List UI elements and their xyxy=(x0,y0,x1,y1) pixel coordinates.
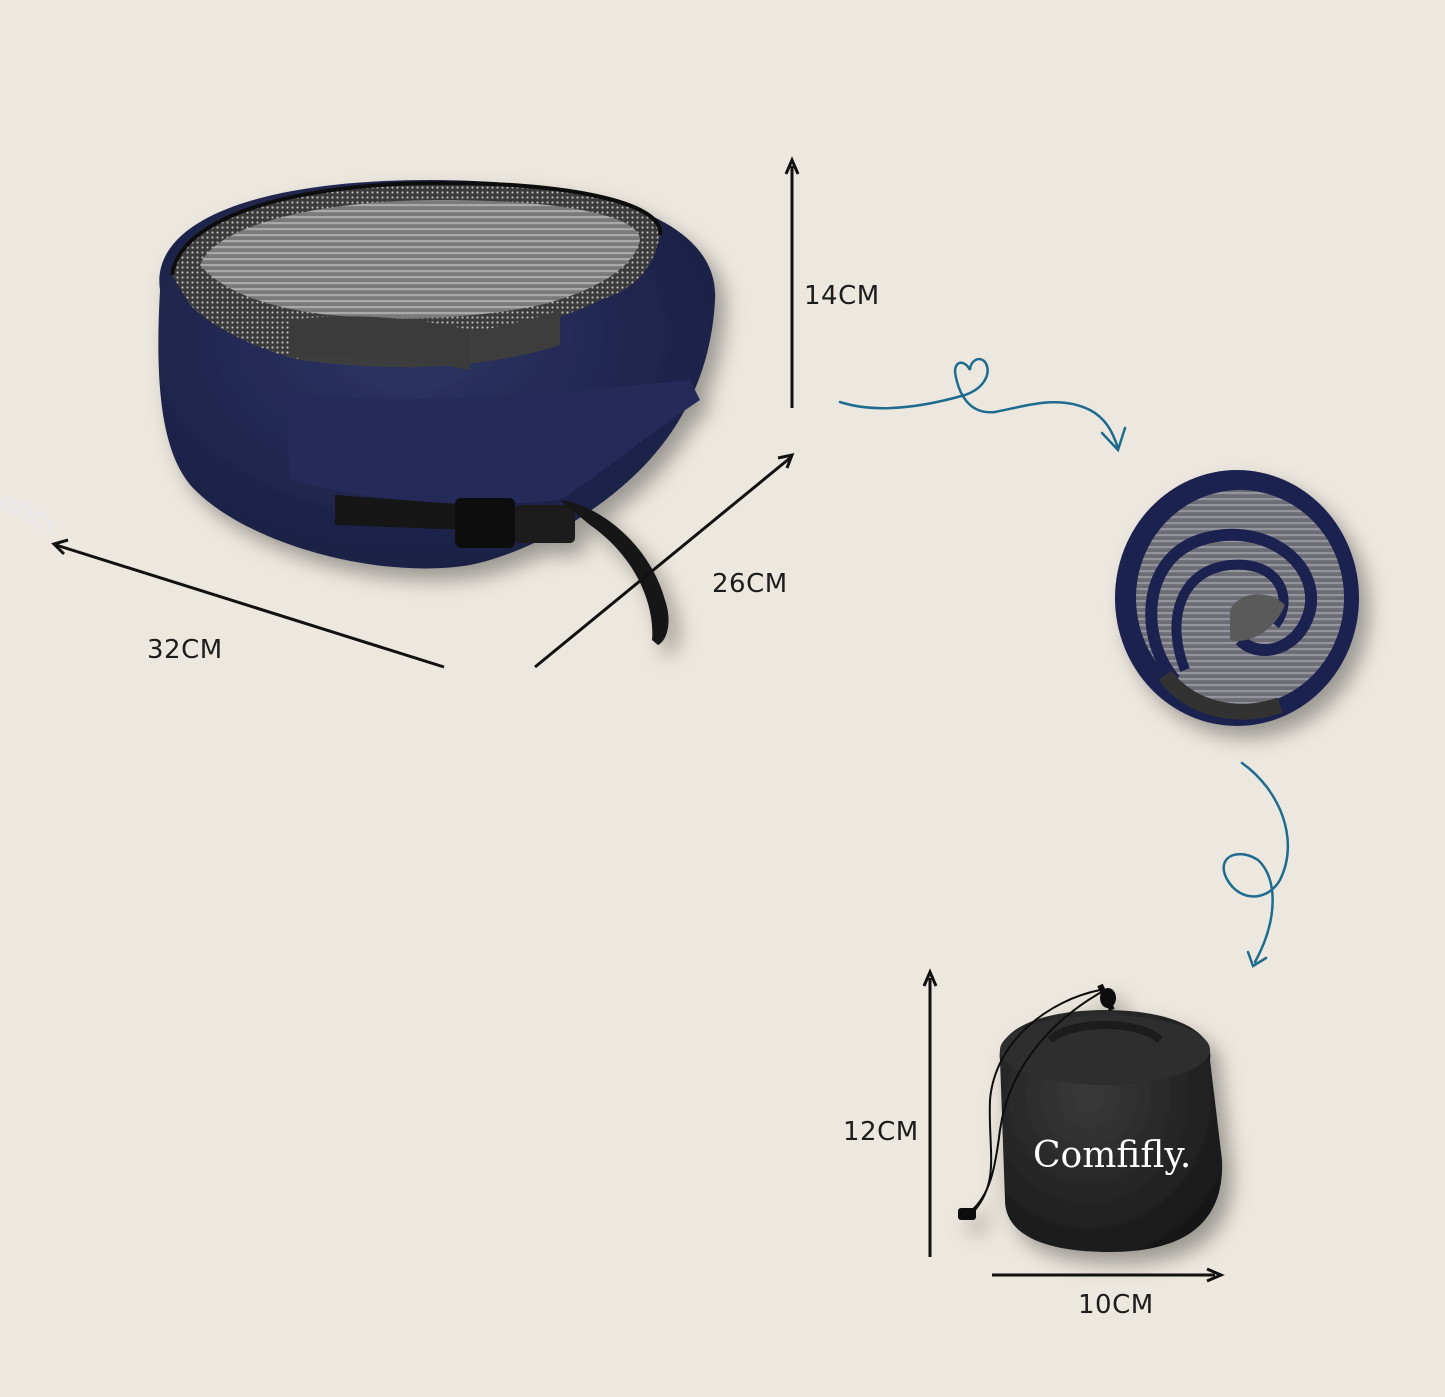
pillow-depth-label: 26CM xyxy=(712,569,788,599)
storage-bag-image xyxy=(958,983,1223,1252)
bag-width-arrow xyxy=(992,1267,1225,1283)
pillow-width-label: 32CM xyxy=(147,635,223,665)
bag-height-label: 12CM xyxy=(843,1117,919,1147)
pillow-width-arrow xyxy=(51,538,445,669)
heart-loop-arrow-icon xyxy=(838,357,1127,453)
bag-height-arrow xyxy=(922,968,938,1257)
bag-width-label: 10CM xyxy=(1078,1290,1154,1320)
pillow-height-arrow xyxy=(784,156,800,408)
pillow-brand-logo: Comfifly. xyxy=(0,474,66,542)
neck-pillow-image xyxy=(158,180,716,645)
pillow-depth-arrow xyxy=(534,452,795,669)
loop-arrow-icon xyxy=(1222,761,1289,968)
bag-brand-logo: Comfifly. xyxy=(1033,1135,1191,1176)
rolled-pillow-image xyxy=(1115,470,1359,726)
pillow-height-label: 14CM xyxy=(804,281,880,311)
